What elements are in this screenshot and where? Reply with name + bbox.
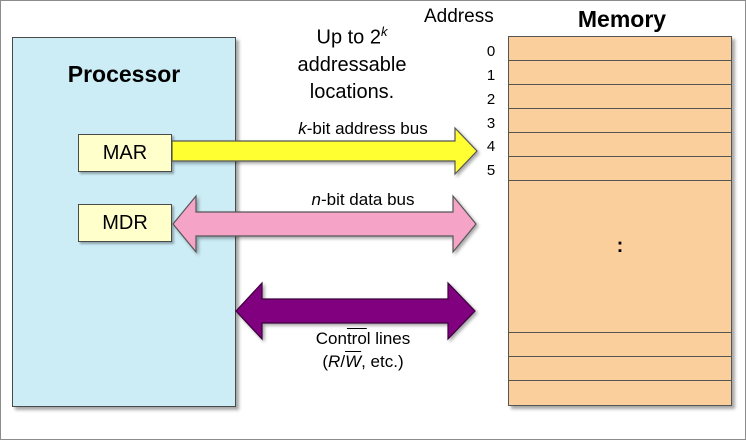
memory-ellipsis: : — [616, 235, 624, 257]
control-line2-slash: / — [340, 352, 346, 371]
memory-cell-divider — [509, 380, 731, 381]
memory-cell-divider — [509, 84, 731, 85]
data-bus-label: n-bit data bus — [268, 190, 458, 210]
note-line-3: locations. — [309, 80, 395, 103]
note-line-1-prefix: Up to 2 — [316, 26, 381, 49]
memory-cell-divider — [509, 132, 731, 133]
address-label-2: 2 — [486, 91, 496, 108]
address-label-1: 1 — [486, 67, 496, 84]
address-bus-arrow — [171, 126, 478, 176]
control-line2-rest: , etc.) — [361, 352, 404, 371]
address-label-3: 3 — [486, 115, 496, 132]
memory-cell-divider — [509, 332, 731, 333]
memory-cell-divider — [509, 108, 731, 109]
data-bus-arrow — [172, 194, 477, 254]
control-line1-prefix: Con — [315, 329, 347, 348]
address-header: Address — [424, 6, 494, 27]
control-lines-label: Control lines (R/W, etc.) — [268, 327, 458, 373]
note-line-1: Up to 2k — [280, 18, 424, 52]
memory-cell-divider — [509, 180, 731, 181]
addressable-locations-note: Up to 2k addressable locations. — [280, 18, 424, 106]
note-exponent: k — [380, 24, 388, 39]
read-signal: R — [328, 352, 341, 371]
data-bus-var: n — [311, 190, 321, 209]
memory-cell-divider — [509, 156, 731, 157]
control-lines-arrow — [235, 281, 476, 341]
mdr-register: MDR — [78, 204, 172, 242]
data-bus-text: -bit data bus — [320, 190, 415, 209]
address-bus-label: k-bit address bus — [268, 119, 458, 139]
address-bus-var: k — [298, 119, 307, 138]
memory-title: Memory — [577, 6, 667, 32]
processor-block: Processor MAR MDR — [12, 37, 236, 407]
control-line1-overlined: tro — [346, 329, 367, 348]
memory-cell-divider — [509, 60, 731, 61]
note-line-2: addressable — [297, 53, 407, 76]
control-lines-line-2: (R/W, etc.) — [268, 350, 458, 373]
address-label-4: 4 — [486, 138, 496, 155]
mar-register: MAR — [78, 134, 172, 172]
address-label-5: 5 — [486, 162, 496, 179]
control-line1-suffix: l lines — [366, 329, 411, 348]
memory-cell-divider — [509, 356, 731, 357]
processor-title: Processor — [67, 61, 181, 87]
address-bus-text: -bit address bus — [306, 119, 428, 138]
control-line2-open: ( — [322, 352, 329, 371]
control-lines-line-1: Control lines — [268, 327, 458, 350]
address-label-0: 0 — [486, 43, 496, 60]
memory-block: : — [508, 36, 732, 406]
write-signal-overlined: W — [345, 352, 362, 371]
